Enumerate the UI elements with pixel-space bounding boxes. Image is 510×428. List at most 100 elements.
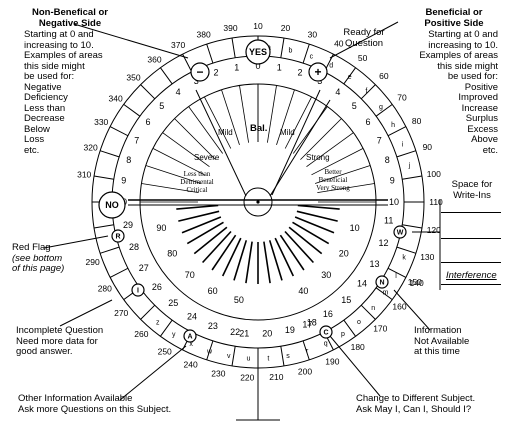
outer-tick bbox=[109, 126, 129, 137]
lower-scale-number: 14 bbox=[357, 278, 367, 288]
strong-label: Strong bbox=[306, 153, 330, 162]
svg-text:A: A bbox=[187, 333, 192, 340]
outer-tick bbox=[93, 224, 114, 229]
lower-ray bbox=[268, 240, 283, 281]
outer-scale-number: 330 bbox=[94, 117, 108, 127]
lower-scale-number: 21 bbox=[239, 328, 249, 338]
letter-mark: c bbox=[310, 53, 314, 60]
letter-mark: b bbox=[288, 47, 292, 54]
lower-ray bbox=[297, 204, 340, 210]
scale-left-number: 0 bbox=[255, 61, 260, 71]
outer-scale-number: 290 bbox=[86, 257, 100, 267]
lower-scale-number: 26 bbox=[152, 282, 162, 292]
svg-text:−: − bbox=[196, 65, 203, 79]
right-side-title: Beneficial or Positive Side bbox=[424, 7, 484, 29]
scale-left-number: 8 bbox=[126, 155, 131, 165]
lower-scale-number: 25 bbox=[168, 298, 178, 308]
lower-ray bbox=[176, 204, 219, 210]
no-marker: NO bbox=[98, 191, 126, 219]
red-flag-marker: R bbox=[111, 229, 125, 243]
lower-scale-number: 28 bbox=[129, 242, 139, 252]
lower-ray bbox=[294, 216, 335, 234]
write-in-line-3[interactable] bbox=[441, 262, 501, 263]
svg-text:W: W bbox=[397, 229, 404, 236]
outer-scale-number: 30 bbox=[308, 30, 318, 40]
scale-left-ray bbox=[145, 165, 202, 184]
hub-dot bbox=[256, 200, 260, 204]
outer-tick bbox=[343, 319, 357, 337]
incomplete-marker: I bbox=[131, 283, 145, 297]
outer-tick bbox=[206, 43, 214, 64]
svg-text:YES: YES bbox=[249, 47, 267, 57]
outer-scale-number: 60 bbox=[379, 71, 389, 81]
outer-tick bbox=[402, 175, 423, 180]
outer-tick bbox=[280, 37, 285, 58]
scale-left-ray bbox=[174, 118, 216, 160]
lower-ray bbox=[193, 226, 228, 255]
percent-number: 30 bbox=[321, 270, 331, 280]
scale-right-ray bbox=[292, 106, 328, 154]
letter-mark: t bbox=[267, 356, 269, 363]
letter-mark: d bbox=[329, 62, 333, 69]
balance-label: Bal. bbox=[250, 123, 268, 134]
lower-ray bbox=[233, 240, 248, 281]
write-in-line-2[interactable] bbox=[441, 238, 501, 239]
outer-tick bbox=[396, 150, 417, 158]
change-subject-note: Change to Different Subject. Ask May I, … bbox=[356, 393, 476, 415]
outer-tick bbox=[182, 53, 193, 73]
scale-left-ray bbox=[204, 96, 232, 149]
scale-right-number: 10 bbox=[389, 197, 399, 207]
percent-number: 20 bbox=[339, 249, 349, 259]
outer-scale-number: 160 bbox=[392, 302, 406, 312]
outer-scale-number: 170 bbox=[373, 324, 387, 334]
ask-more-marker: A bbox=[183, 329, 197, 343]
scale-right-ray bbox=[267, 85, 277, 143]
letter-mark: j bbox=[408, 162, 411, 169]
outer-tick bbox=[140, 84, 156, 100]
scale-left-number: 7 bbox=[134, 135, 139, 145]
change-marker: C bbox=[319, 325, 333, 339]
svg-text:+: + bbox=[314, 65, 321, 79]
scale-right-ray bbox=[276, 89, 295, 146]
write-in-line-1[interactable] bbox=[441, 212, 501, 213]
outer-scale-number: 180 bbox=[351, 342, 365, 352]
scale-right-number: 2 bbox=[297, 68, 302, 78]
scale-left-ray bbox=[221, 89, 240, 146]
incomplete-question-note: Incomplete Question Need more data for g… bbox=[16, 325, 104, 357]
scale-left-number: 5 bbox=[159, 101, 164, 111]
outer-tick bbox=[360, 84, 376, 100]
scale-left-ray bbox=[188, 106, 224, 154]
letter-mark: i bbox=[402, 142, 404, 149]
write-in-marker: W bbox=[393, 225, 407, 239]
letter-mark: e bbox=[348, 74, 352, 81]
lower-scale-number: 29 bbox=[123, 220, 133, 230]
letter-mark: v bbox=[227, 353, 231, 360]
outer-scale-number: 130 bbox=[420, 252, 434, 262]
right-side-description: Starting at 0 and increasing to 10. Exam… bbox=[419, 29, 498, 156]
letter-mark: g bbox=[379, 104, 383, 111]
lower-scale-number: 22 bbox=[230, 327, 240, 337]
other-information-note: Other Information Available Ask more Que… bbox=[18, 393, 172, 415]
letter-mark: s bbox=[286, 353, 290, 360]
scale-left-number: 9 bbox=[121, 176, 126, 186]
lower-ray bbox=[221, 237, 242, 277]
minus-marker: − bbox=[190, 62, 210, 82]
letter-mark: z bbox=[156, 320, 160, 327]
letter-mark: u bbox=[247, 356, 251, 363]
lower-ray bbox=[279, 234, 305, 271]
outer-tick bbox=[140, 304, 156, 320]
lower-scale-number: 23 bbox=[208, 321, 218, 331]
left-side-title: Non-Benefical or Negative Side bbox=[31, 7, 108, 29]
write-in-line-4[interactable] bbox=[441, 284, 501, 285]
outer-tick bbox=[159, 67, 173, 85]
outer-scale-number: 250 bbox=[158, 346, 172, 356]
scale-right-ray bbox=[284, 96, 312, 149]
lower-ray bbox=[284, 230, 314, 264]
percent-number: 60 bbox=[208, 286, 218, 296]
center-hub bbox=[243, 187, 273, 217]
scale-left-ray bbox=[152, 148, 205, 176]
letter-mark: r bbox=[306, 348, 309, 355]
letter-mark: q bbox=[324, 341, 328, 348]
letter-mark: f bbox=[365, 88, 367, 95]
